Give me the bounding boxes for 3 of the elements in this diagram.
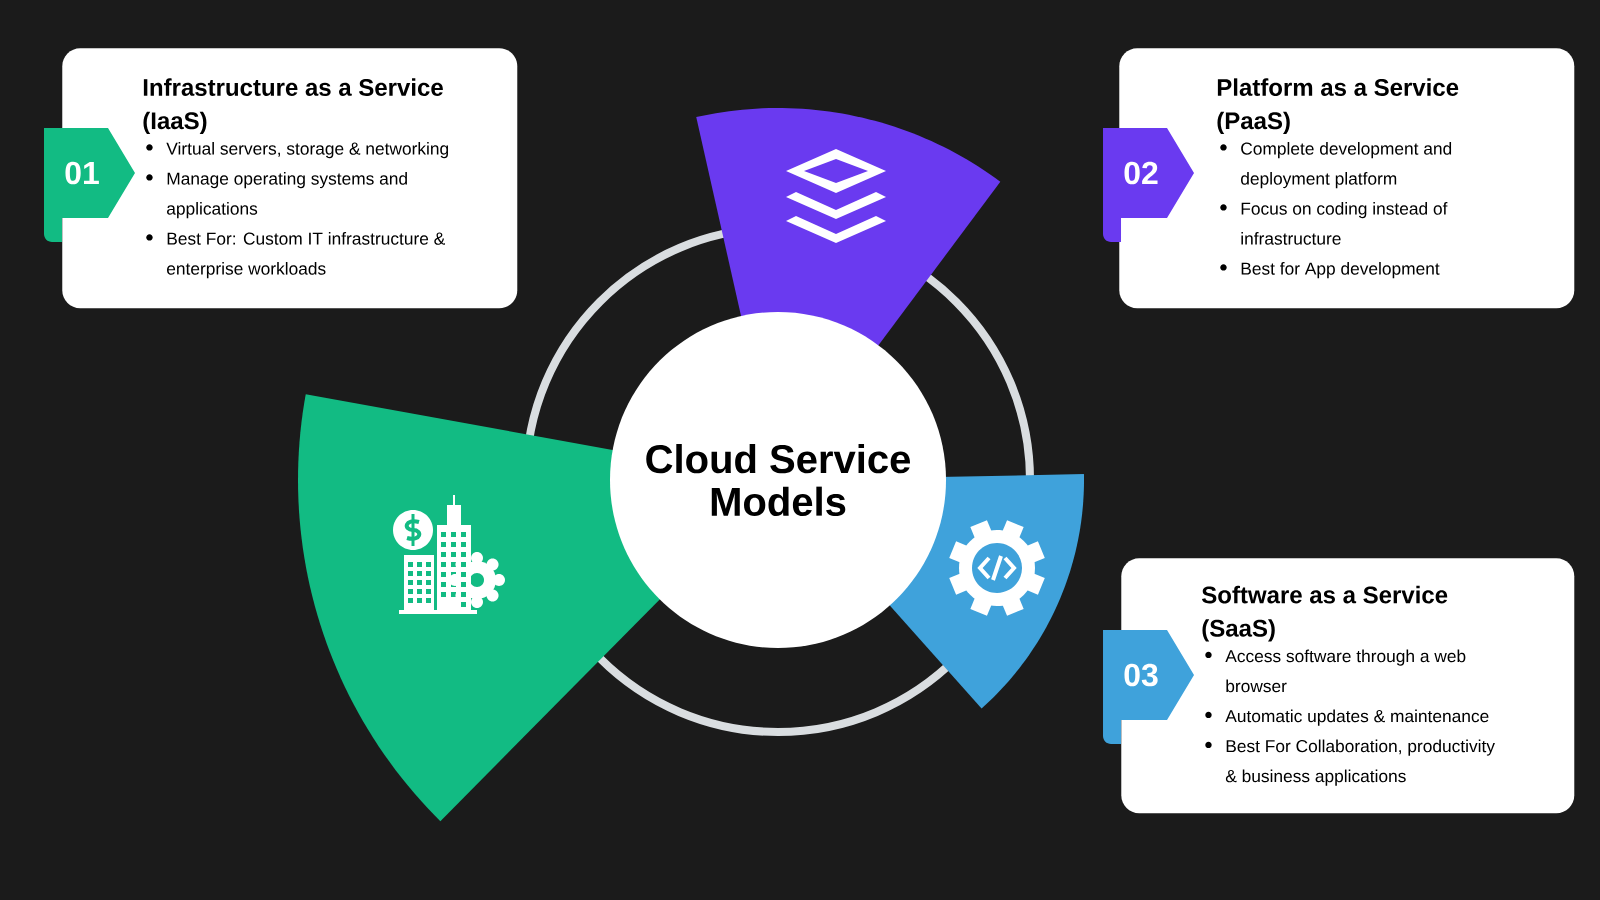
number-badge: 02 [1103,128,1194,242]
number-badge: 01 [44,128,135,242]
number-badge: 03 [1103,630,1194,744]
